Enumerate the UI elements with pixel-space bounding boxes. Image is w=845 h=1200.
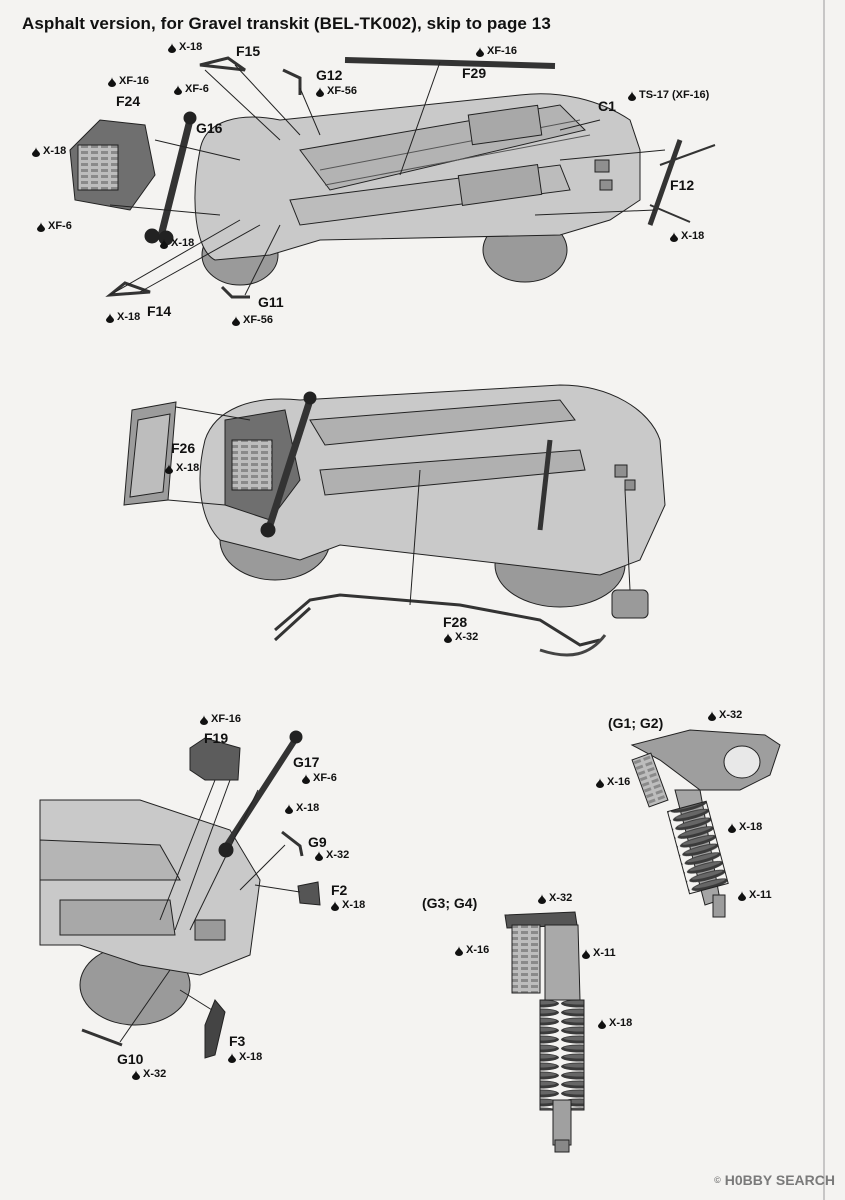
- part-label-f26: F26: [171, 440, 196, 456]
- paint-drop-icon: [285, 803, 293, 814]
- paint-label-f29: XF-16: [476, 46, 517, 57]
- part-label-c1: C1: [598, 98, 616, 114]
- shock-g3-g4: [504, 911, 585, 1153]
- paint-label-g10: X-32: [132, 1069, 166, 1080]
- paint-drop-icon: [670, 231, 678, 242]
- paint-label-f15: X-18: [168, 42, 202, 53]
- part-label-g16: G16: [196, 120, 223, 136]
- paint-label-f24: XF-16: [108, 76, 149, 87]
- paint-label-f2: X-18: [331, 900, 365, 911]
- paint-drop-icon: [165, 463, 173, 474]
- paint-label-g16: XF-6: [174, 84, 209, 95]
- paint-drop-icon: [106, 312, 114, 323]
- paint-label-c1: TS-17 (XF-16): [628, 90, 709, 101]
- paint-drop-icon: [455, 945, 463, 956]
- paint-drop-icon: [628, 90, 636, 101]
- front-assembly-view: [39, 730, 321, 1059]
- paint-drop-icon: [738, 890, 746, 901]
- paint-label-f19: XF-16: [200, 714, 241, 725]
- paint-label-f3: X-18: [228, 1052, 262, 1063]
- paint-drop-icon: [200, 714, 208, 725]
- paint-drop-icon: [538, 893, 546, 904]
- paint-label-g17-x18: X-18: [285, 803, 319, 814]
- paint-label-f26: X-18: [165, 463, 199, 474]
- part-label-g17: G17: [293, 754, 320, 770]
- paint-label-g3-x11: X-11: [582, 948, 616, 959]
- part-label-g9: G9: [308, 834, 327, 850]
- paint-drop-icon: [596, 777, 604, 788]
- watermark-brand: H0BBY SEARCH: [724, 1172, 835, 1188]
- paint-drop-icon: [728, 822, 736, 833]
- paint-drop-icon: [168, 42, 176, 53]
- paint-label-g16-x18: X-18: [160, 238, 194, 249]
- paint-drop-icon: [316, 86, 324, 97]
- part-label-f14: F14: [147, 303, 172, 319]
- paint-label-g11: XF-56: [232, 315, 273, 326]
- paint-drop-icon: [232, 315, 240, 326]
- paint-drop-icon: [32, 146, 40, 157]
- paint-drop-icon: [444, 632, 452, 643]
- paint-drop-icon: [132, 1069, 140, 1080]
- page-title: Asphalt version, for Gravel transkit (BE…: [22, 14, 551, 33]
- paint-label-f12: X-18: [670, 231, 704, 242]
- paint-drop-icon: [708, 710, 716, 721]
- part-label-f28: F28: [443, 614, 468, 630]
- part-label-g12: G12: [316, 67, 343, 83]
- paint-label-g9: X-32: [315, 850, 349, 861]
- paint-label-g12: XF-56: [316, 86, 357, 97]
- part-label-g3-g4: (G3; G4): [422, 895, 478, 911]
- paint-drop-icon: [37, 221, 45, 232]
- paint-label-g3-x32: X-32: [538, 893, 572, 904]
- paint-label-left-xf6: XF-6: [37, 221, 72, 232]
- paint-drop-icon: [331, 900, 339, 911]
- underbody-top-view: [69, 56, 716, 299]
- paint-label-left-x18: X-18: [32, 146, 66, 157]
- paint-drop-icon: [108, 76, 116, 87]
- part-label-f12: F12: [670, 177, 695, 193]
- shock-g1-g2: [630, 729, 781, 918]
- paint-drop-icon: [476, 46, 484, 57]
- part-label-f15: F15: [236, 43, 261, 59]
- part-label-f3: F3: [229, 1033, 246, 1049]
- paint-label-g1-x18: X-18: [728, 822, 762, 833]
- paint-drop-icon: [160, 238, 168, 249]
- paint-label-g3-x16: X-16: [455, 945, 489, 956]
- paint-drop-icon: [174, 84, 182, 95]
- paint-drop-icon: [315, 850, 323, 861]
- paint-drop-icon: [582, 948, 590, 959]
- part-label-f29: F29: [462, 65, 487, 81]
- paint-label-f14: X-18: [106, 312, 140, 323]
- paint-drop-icon: [598, 1018, 606, 1029]
- paint-drop-icon: [302, 773, 310, 784]
- paint-label-g1-x16: X-16: [596, 777, 630, 788]
- paint-label-g1-x32: X-32: [708, 710, 742, 721]
- copyright-mark: ©: [714, 1175, 721, 1185]
- part-label-f24: F24: [116, 93, 141, 109]
- part-label-g1-g2: (G1; G2): [608, 715, 664, 731]
- paint-label-g1-x11: X-11: [738, 890, 772, 901]
- underbody-bottom-view: [123, 384, 666, 657]
- part-label-f19: F19: [204, 730, 229, 746]
- part-label-g10: G10: [117, 1051, 144, 1067]
- paint-drop-icon: [228, 1052, 236, 1063]
- paint-label-f28: X-32: [444, 632, 478, 643]
- part-label-g11: G11: [258, 294, 284, 310]
- watermark: © H0BBY SEARCH: [714, 1172, 835, 1188]
- paint-label-g17: XF-6: [302, 773, 337, 784]
- paint-label-g3-x18: X-18: [598, 1018, 632, 1029]
- part-label-f2: F2: [331, 882, 348, 898]
